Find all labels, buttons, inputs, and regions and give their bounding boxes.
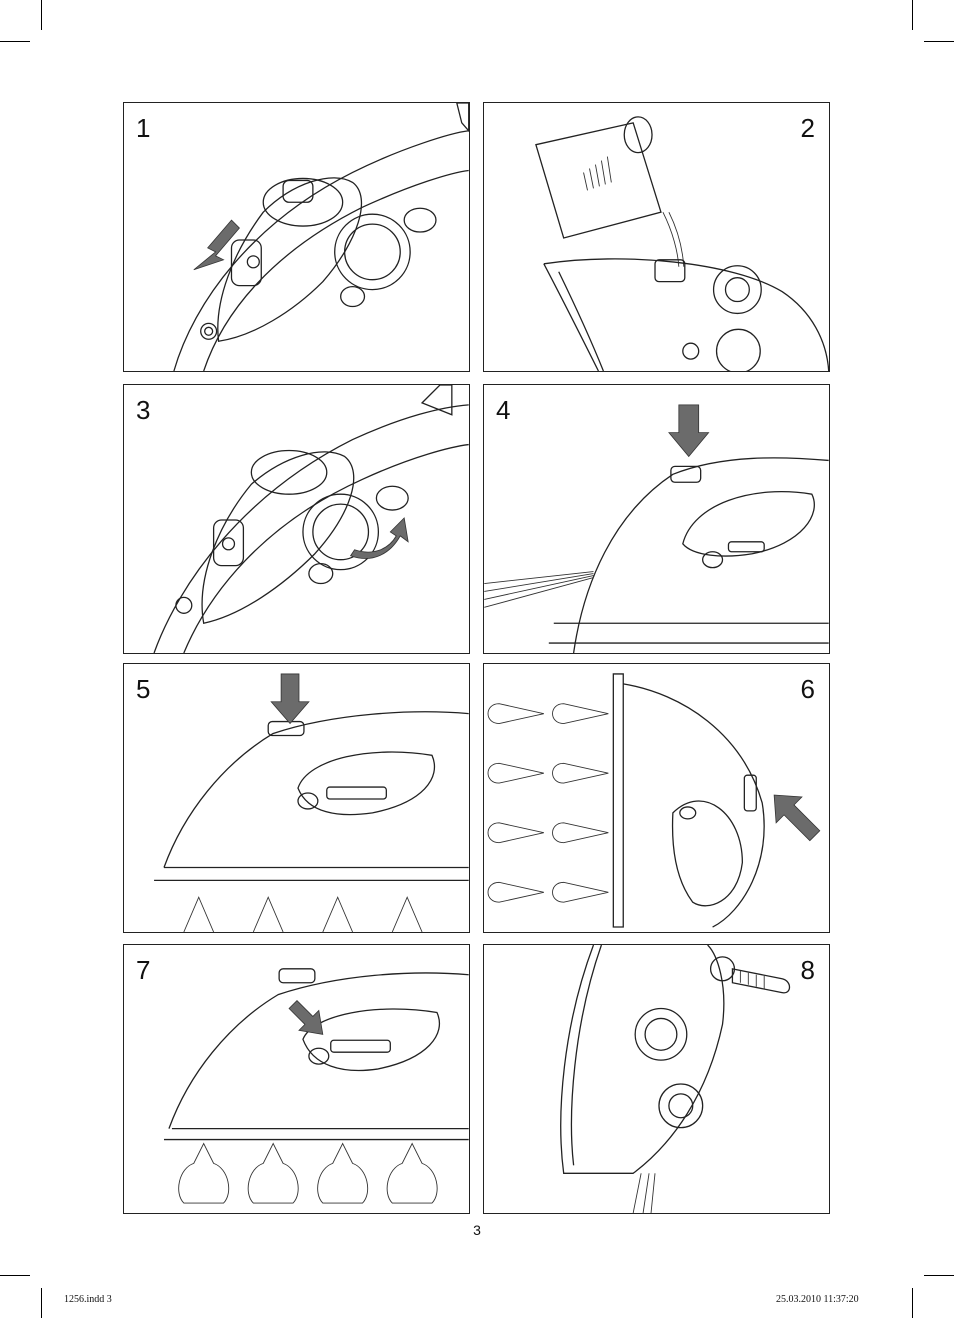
illustration-panel-4: 4 (483, 384, 830, 654)
crop-mark (0, 41, 30, 42)
curved-arrow-icon (351, 518, 409, 558)
illustration-panel-7: 7 (123, 944, 470, 1214)
illustration-panel-5: 5 (123, 663, 470, 933)
crop-mark (41, 0, 42, 30)
iron-dial-turn-drawing (124, 385, 469, 653)
illustration-panel-1: 1 (123, 102, 470, 372)
panel-number: 3 (136, 397, 150, 423)
crop-mark (912, 0, 913, 30)
illustration-panel-8: 8 (483, 944, 830, 1214)
arrow-down-icon (669, 405, 709, 457)
panel-number: 6 (801, 676, 815, 702)
panel-number: 8 (801, 957, 815, 983)
crop-mark (924, 1275, 954, 1276)
illustration-panel-6: 6 (483, 663, 830, 933)
iron-top-view-drawing (124, 103, 469, 371)
panel-number: 4 (496, 397, 510, 423)
crop-mark (0, 1275, 30, 1276)
burst-button-drawing (124, 945, 469, 1213)
slug-timestamp: 25.03.2010 11:37:20 (776, 1294, 859, 1305)
filling-water-drawing (484, 103, 829, 371)
arrow-icon (289, 1001, 323, 1035)
panel-number: 1 (136, 115, 150, 141)
self-clean-drawing (484, 945, 829, 1213)
illustration-panel-2: 2 (483, 102, 830, 372)
spray-button-drawing (484, 385, 829, 653)
crop-mark (924, 41, 954, 42)
crop-mark (41, 1288, 42, 1318)
page-number: 3 (0, 1222, 954, 1238)
panel-number: 7 (136, 957, 150, 983)
arrow-down-icon (271, 674, 309, 724)
panel-number: 2 (801, 115, 815, 141)
panel-number: 5 (136, 676, 150, 702)
crop-mark (912, 1288, 913, 1318)
illustration-panel-3: 3 (123, 384, 470, 654)
vertical-steam-drawing (484, 664, 829, 932)
slug-file: 1256.indd 3 (64, 1294, 112, 1305)
steam-burst-drawing (124, 664, 469, 932)
arrow-icon (774, 795, 820, 841)
